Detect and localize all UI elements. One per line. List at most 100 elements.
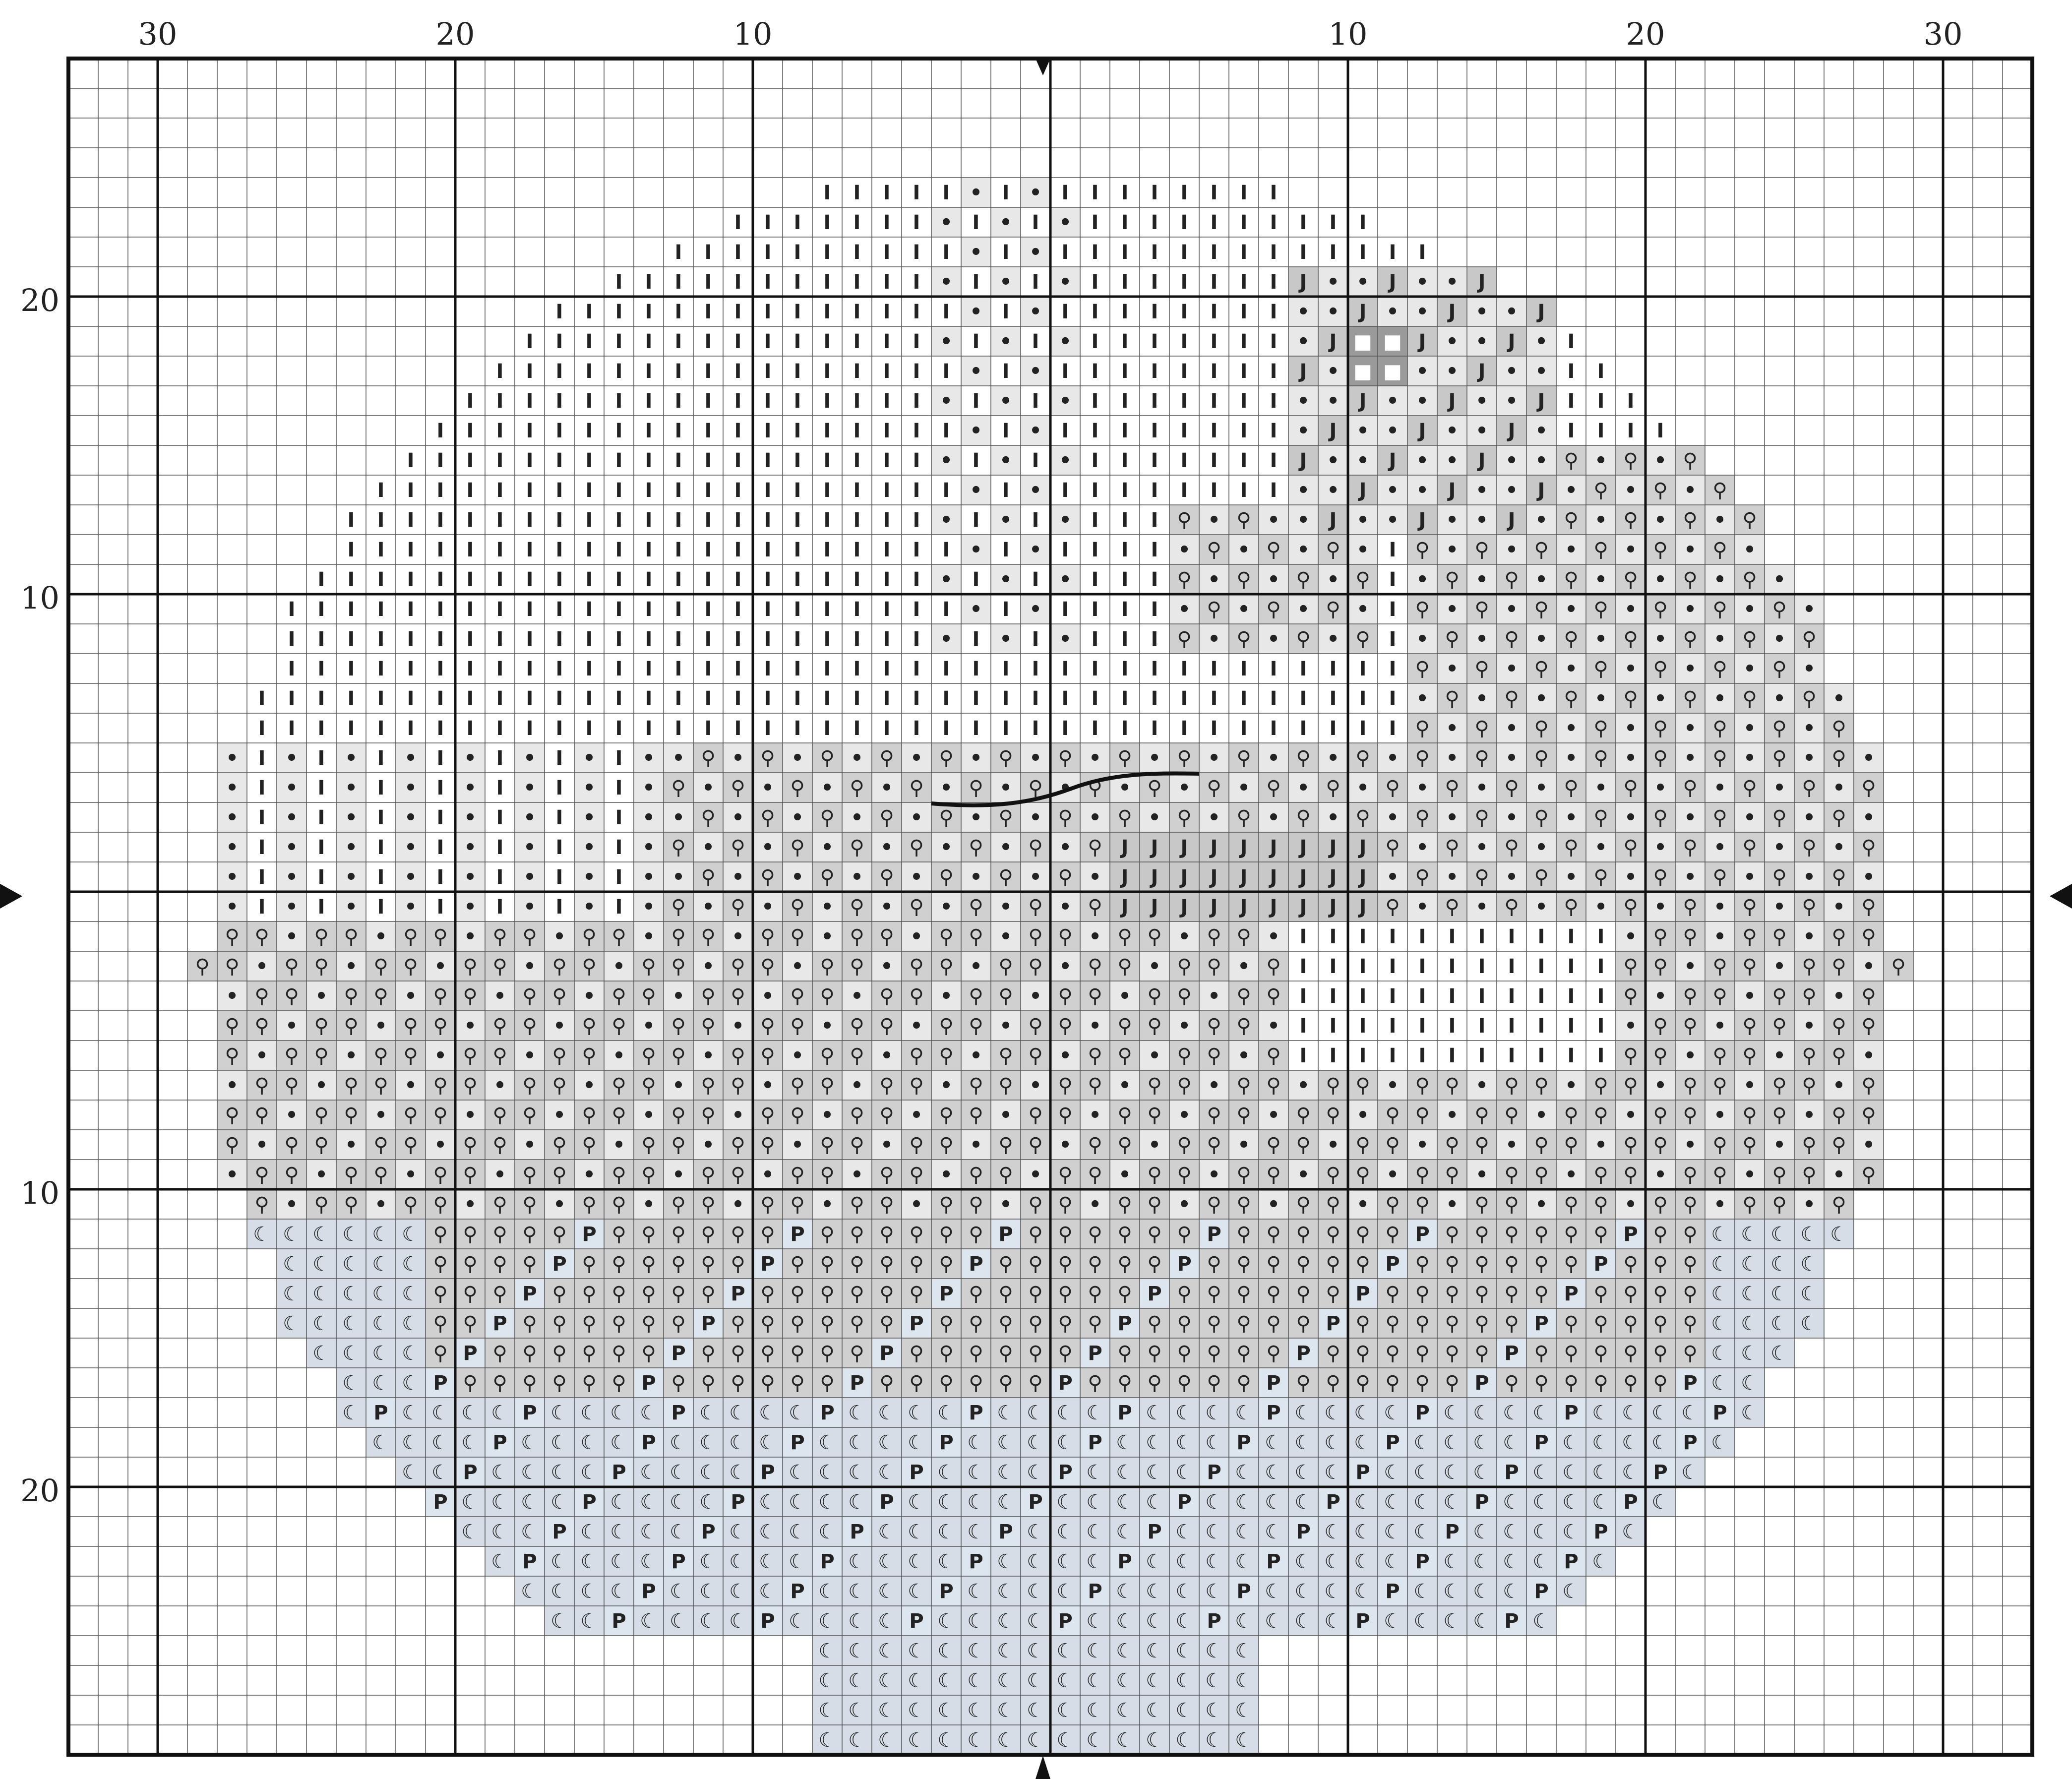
svg-text:I: I [1151, 390, 1158, 413]
stitch-cell: ⚲ [604, 1100, 634, 1130]
svg-text:I: I [1092, 539, 1099, 561]
stitch-cell: • [961, 237, 991, 267]
stitch-cell: ☾ [693, 1427, 723, 1457]
svg-text:I: I [764, 658, 772, 680]
stitch-cell: • [1050, 267, 1080, 297]
stitch-cell: J [1140, 892, 1169, 921]
stitch-cell: I [723, 207, 753, 237]
stitch-cell: • [693, 1041, 723, 1070]
stitch-cell: I [931, 683, 961, 713]
svg-text:I: I [734, 211, 742, 234]
center-marker-top [1036, 59, 1050, 75]
svg-text:•: • [1356, 420, 1369, 442]
stitch-cell: • [1497, 475, 1526, 505]
stitch-cell: I [1021, 654, 1050, 683]
stitch-cell: ☾ [1080, 1665, 1110, 1695]
stitch-cell: • [842, 1070, 872, 1100]
stitch-cell: ⚲ [455, 1041, 485, 1070]
stitch-cell: ⚲ [574, 1338, 604, 1368]
stitch-cell: ☾ [1021, 1665, 1050, 1695]
stitch-cell: • [931, 773, 961, 802]
stitch-cell: • [1288, 326, 1318, 356]
stitch-cell: ⚲ [1467, 594, 1497, 624]
svg-text:•: • [523, 955, 536, 978]
stitch-cell: ⚲ [306, 1041, 336, 1070]
stitch-cell: • [1705, 564, 1735, 594]
svg-text:•: • [553, 925, 566, 948]
svg-text:•: • [940, 777, 953, 799]
stitch-cell: P [426, 1487, 455, 1517]
svg-text:J: J [1477, 360, 1486, 383]
stitch-cell: ⚲ [1169, 951, 1199, 981]
svg-text:I: I [407, 509, 415, 532]
stitch-cell: I [545, 535, 574, 564]
stitch-cell: ⚲ [664, 1189, 693, 1219]
stitch-cell: ⚲ [1586, 1279, 1616, 1308]
svg-text:⚲: ⚲ [1355, 568, 1370, 591]
stitch-cell: • [1616, 654, 1645, 683]
svg-text:I: I [437, 509, 444, 532]
stitch-cell: I [1348, 683, 1378, 713]
stitch-cell: I [1110, 178, 1140, 207]
svg-text:I: I [1240, 211, 1248, 234]
svg-text:•: • [910, 866, 923, 889]
svg-text:⚲: ⚲ [1474, 658, 1489, 680]
svg-text:I: I [1359, 241, 1367, 264]
svg-text:•: • [1416, 777, 1429, 799]
svg-text:I: I [645, 509, 653, 532]
stitch-cell: P [1140, 1279, 1169, 1308]
svg-text:I: I [913, 211, 920, 234]
stitch-cell: ☾ [1169, 1576, 1199, 1606]
stitch-cell: I [604, 832, 634, 862]
stitch-cell: ⚲ [1318, 1160, 1348, 1189]
stitch-cell: I [783, 356, 812, 386]
stitch-cell: ☾ [842, 1725, 872, 1755]
stitch-cell: I [872, 326, 902, 356]
stitch-cell: • [1794, 921, 1824, 951]
svg-text:•: • [940, 449, 953, 472]
svg-text:I: I [645, 479, 653, 502]
stitch-cell: I [1199, 475, 1229, 505]
svg-text:I: I [1032, 568, 1039, 591]
stitch-cell: • [693, 892, 723, 921]
stitch-cell: ⚲ [426, 1219, 455, 1249]
stitch-cell: ⚲ [664, 1219, 693, 1249]
stitch-cell: I [1021, 207, 1050, 237]
stitch-cell: I [366, 743, 396, 773]
stitch-cell: ⚲ [1437, 1070, 1467, 1100]
stitch-cell: ⚲ [1616, 505, 1645, 535]
svg-text:I: I [794, 628, 801, 651]
svg-text:I: I [675, 628, 682, 651]
stitch-cell: ⚲ [1467, 1100, 1497, 1130]
stitch-cell: I [783, 445, 812, 475]
stitch-cell: I [485, 683, 515, 713]
stitch-cell: I [455, 445, 485, 475]
stitch-cell: I [1021, 564, 1050, 594]
svg-text:I: I [853, 539, 861, 561]
stitch-cell: ☾ [693, 1398, 723, 1427]
svg-text:I: I [883, 717, 891, 740]
stitch-cell: I [1407, 1041, 1437, 1070]
stitch-cell: I [1586, 416, 1616, 445]
svg-text:I: I [734, 479, 742, 502]
stitch-cell: ☾ [961, 1725, 991, 1755]
stitch-cell: P [1378, 1576, 1407, 1606]
svg-text:⚲: ⚲ [1564, 896, 1578, 919]
svg-text:I: I [1389, 241, 1397, 264]
svg-text:I: I [764, 539, 772, 561]
stitch-cell: ⚲ [1854, 832, 1884, 862]
svg-text:⚲: ⚲ [1593, 539, 1608, 561]
stitch-cell: • [991, 564, 1021, 594]
svg-text:⚲: ⚲ [998, 866, 1013, 889]
stitch-cell: ⚲ [1140, 1368, 1169, 1398]
stitch-cell: ☾ [1735, 1219, 1765, 1249]
svg-text:J: J [1417, 420, 1426, 442]
svg-text:⚲: ⚲ [1861, 836, 1876, 859]
stitch-cell: I [1140, 683, 1169, 713]
stitch-cell: I [1140, 475, 1169, 505]
stitch-cell: I [664, 505, 693, 535]
svg-text:J: J [1298, 360, 1307, 383]
stitch-cell: I [902, 713, 931, 743]
svg-text:J: J [1298, 449, 1307, 472]
stitch-cell: ⚲ [1735, 951, 1765, 981]
